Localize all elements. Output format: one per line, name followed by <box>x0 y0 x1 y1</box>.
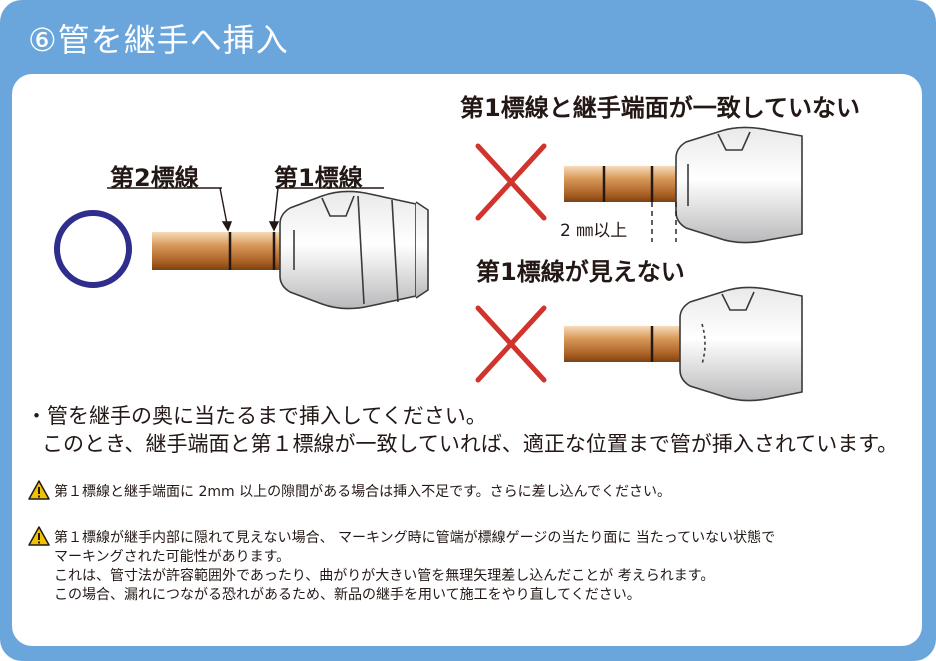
fitting-right-top <box>675 126 803 244</box>
gap-label: 2 ㎜以上 <box>560 221 628 241</box>
note-2: 第１標線が継手内部に隠れて見えない場合、 マーキング時に管端が標線ゲージの当たり… <box>28 526 775 605</box>
gap-indicator <box>651 202 677 242</box>
pipe-right-bottom <box>564 326 698 362</box>
pipe-left <box>152 232 288 270</box>
cross-ng-icon <box>475 143 547 221</box>
label-mark1: 第1標線 <box>274 164 363 192</box>
fitting-left <box>279 190 429 310</box>
instruction-line-1: ・管を継手の奥に当たるまで挿入してください。 <box>26 404 487 428</box>
note-2-line-4: この場合、漏れにつながる恐れがあるため、新品の継手を用いて施工をやり直してくださ… <box>54 587 641 603</box>
note-1-text: 第１標線と継手端面に 2mm 以上の隙間がある場合は挿入不足です。さらに差し込ん… <box>54 484 671 500</box>
heading-hidden: 第1標線が見えない <box>476 258 685 286</box>
diagram-area <box>54 126 803 402</box>
section-title: ⑥管を継手へ挿入 <box>28 21 289 59</box>
pipe-right-top <box>564 166 684 202</box>
heading-gap: 第1標線と継手端面が一致していない <box>460 94 860 122</box>
cross-ng-icon <box>475 305 547 383</box>
label-mark2: 第2標線 <box>110 164 199 192</box>
content-panel: 第2標線 第1標線 第1標線と継手端面が一致していない 2 ㎜以上 第1標線が見… <box>12 74 922 646</box>
note-1: 第１標線と継手端面に 2mm 以上の隙間がある場合は挿入不足です。さらに差し込ん… <box>28 480 671 502</box>
instruction-line-2: このとき、継手端面と第１標線が一致していれば、適正な位置まで管が挿入されています… <box>42 432 899 456</box>
note-2-line-2: マーキングされた可能性があります。 <box>54 549 291 565</box>
note-2-line-3: これは、管寸法が許容範囲外であったり、曲がりが大きい管を無理矢理差し込んだことが… <box>54 568 715 584</box>
fitting-right-bottom <box>679 286 803 402</box>
note-2-line-1: 第１標線が継手内部に隠れて見えない場合、 マーキング時に管端が標線ゲージの当たり… <box>54 530 776 546</box>
circle-ok-icon <box>54 210 132 288</box>
warning-icon <box>28 480 50 500</box>
warning-icon <box>28 526 50 546</box>
leader-lines-left <box>107 187 384 232</box>
